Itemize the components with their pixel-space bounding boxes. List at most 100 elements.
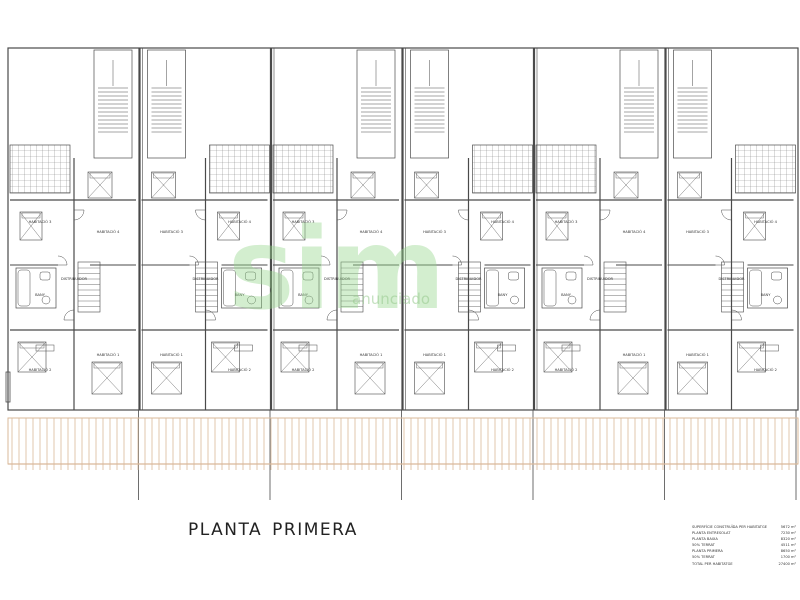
stair-well (93, 49, 133, 159)
washbasin (304, 295, 314, 305)
bed (677, 361, 708, 395)
pergola (7, 417, 799, 465)
bed (414, 171, 439, 199)
pillow (739, 342, 764, 349)
room-label: DISTRIBUIDOR (587, 277, 614, 281)
internal-stair (77, 261, 101, 313)
pillow (416, 172, 437, 179)
pillow (545, 342, 571, 349)
room-label: HABITACIÓ 2 (491, 367, 514, 372)
bed (743, 211, 766, 241)
door-swing (589, 309, 601, 321)
toilet (39, 271, 51, 281)
room-label: HABITACIÓ 3 (686, 229, 709, 234)
pillow (352, 172, 374, 179)
wardrobe (298, 344, 318, 352)
bathroom (278, 267, 320, 309)
room-label: BANY (561, 293, 572, 297)
room-label: DISTRIBUIDOR (455, 277, 482, 281)
bathtub (749, 269, 762, 307)
pillow (153, 362, 180, 369)
internal-stair (195, 261, 218, 313)
pillow (619, 362, 647, 369)
door-swing (57, 255, 68, 266)
room-label: DISTRIBUIDOR (61, 277, 88, 281)
door-swing (63, 309, 75, 321)
room-label: BANY (35, 293, 46, 297)
bed (19, 211, 43, 241)
pillow (745, 212, 764, 219)
door-swing (468, 309, 479, 321)
title-word-2: PRIMERA (272, 520, 358, 540)
room-label: HABITACIÓ 1 (97, 352, 120, 357)
terrace-tiles (535, 144, 597, 194)
pillow (21, 212, 41, 219)
washbasin (510, 295, 519, 305)
room-label: BANY (235, 293, 246, 297)
door-swing (73, 209, 85, 221)
room-label: HABITACIÓ 4 (228, 219, 252, 224)
bed (350, 171, 376, 199)
pillow (547, 212, 567, 219)
internal-stair (721, 261, 744, 313)
internal-stair (458, 261, 481, 313)
pillow (213, 342, 238, 349)
pillow (476, 342, 501, 349)
room-label: HABITACIÓ 4 (491, 219, 515, 224)
room-label: HABITACIÓ 3 (423, 229, 446, 234)
pillow (153, 172, 174, 179)
washbasin (247, 295, 256, 305)
door-swing (599, 209, 611, 221)
door-swing (205, 309, 216, 321)
toilet (565, 271, 577, 281)
toilet (245, 271, 256, 281)
stair-well (147, 49, 186, 159)
door-swing (458, 209, 469, 221)
pillow (284, 212, 304, 219)
bed (217, 211, 240, 241)
bed (282, 211, 306, 241)
door-swing (452, 255, 462, 266)
wardrobe (561, 344, 581, 352)
pillow (482, 212, 501, 219)
bed (480, 211, 503, 241)
room-label: HABITACIÓ 4 (754, 219, 778, 224)
toilet (302, 271, 314, 281)
door-swing (715, 255, 725, 266)
stair-well (356, 49, 396, 159)
room-label: HABITACIÓ 3 (292, 219, 315, 224)
stair-well (673, 49, 712, 159)
bed (354, 361, 386, 395)
bed (737, 341, 766, 373)
bathtub (543, 269, 557, 307)
pillow (219, 212, 238, 219)
door-swing (336, 209, 348, 221)
wardrobe (760, 344, 779, 352)
pillow (356, 362, 384, 369)
bathtub (486, 269, 499, 307)
room-label: DISTRIBUIDOR (324, 277, 351, 281)
room-label: HABITACIÓ 2 (228, 367, 251, 372)
room-label: HABITACIÓ 2 (292, 367, 315, 372)
terrace-tiles (272, 144, 334, 194)
stair-well (410, 49, 449, 159)
bed (91, 361, 123, 395)
bed (613, 171, 639, 199)
bathroom (221, 267, 262, 309)
bed (151, 361, 182, 395)
bed (677, 171, 702, 199)
pillow (282, 342, 308, 349)
room-label: HABITACIÓ 3 (160, 229, 183, 234)
bed (545, 211, 569, 241)
room-label: HABITACIÓ 1 (623, 352, 646, 357)
toilet (771, 271, 782, 281)
